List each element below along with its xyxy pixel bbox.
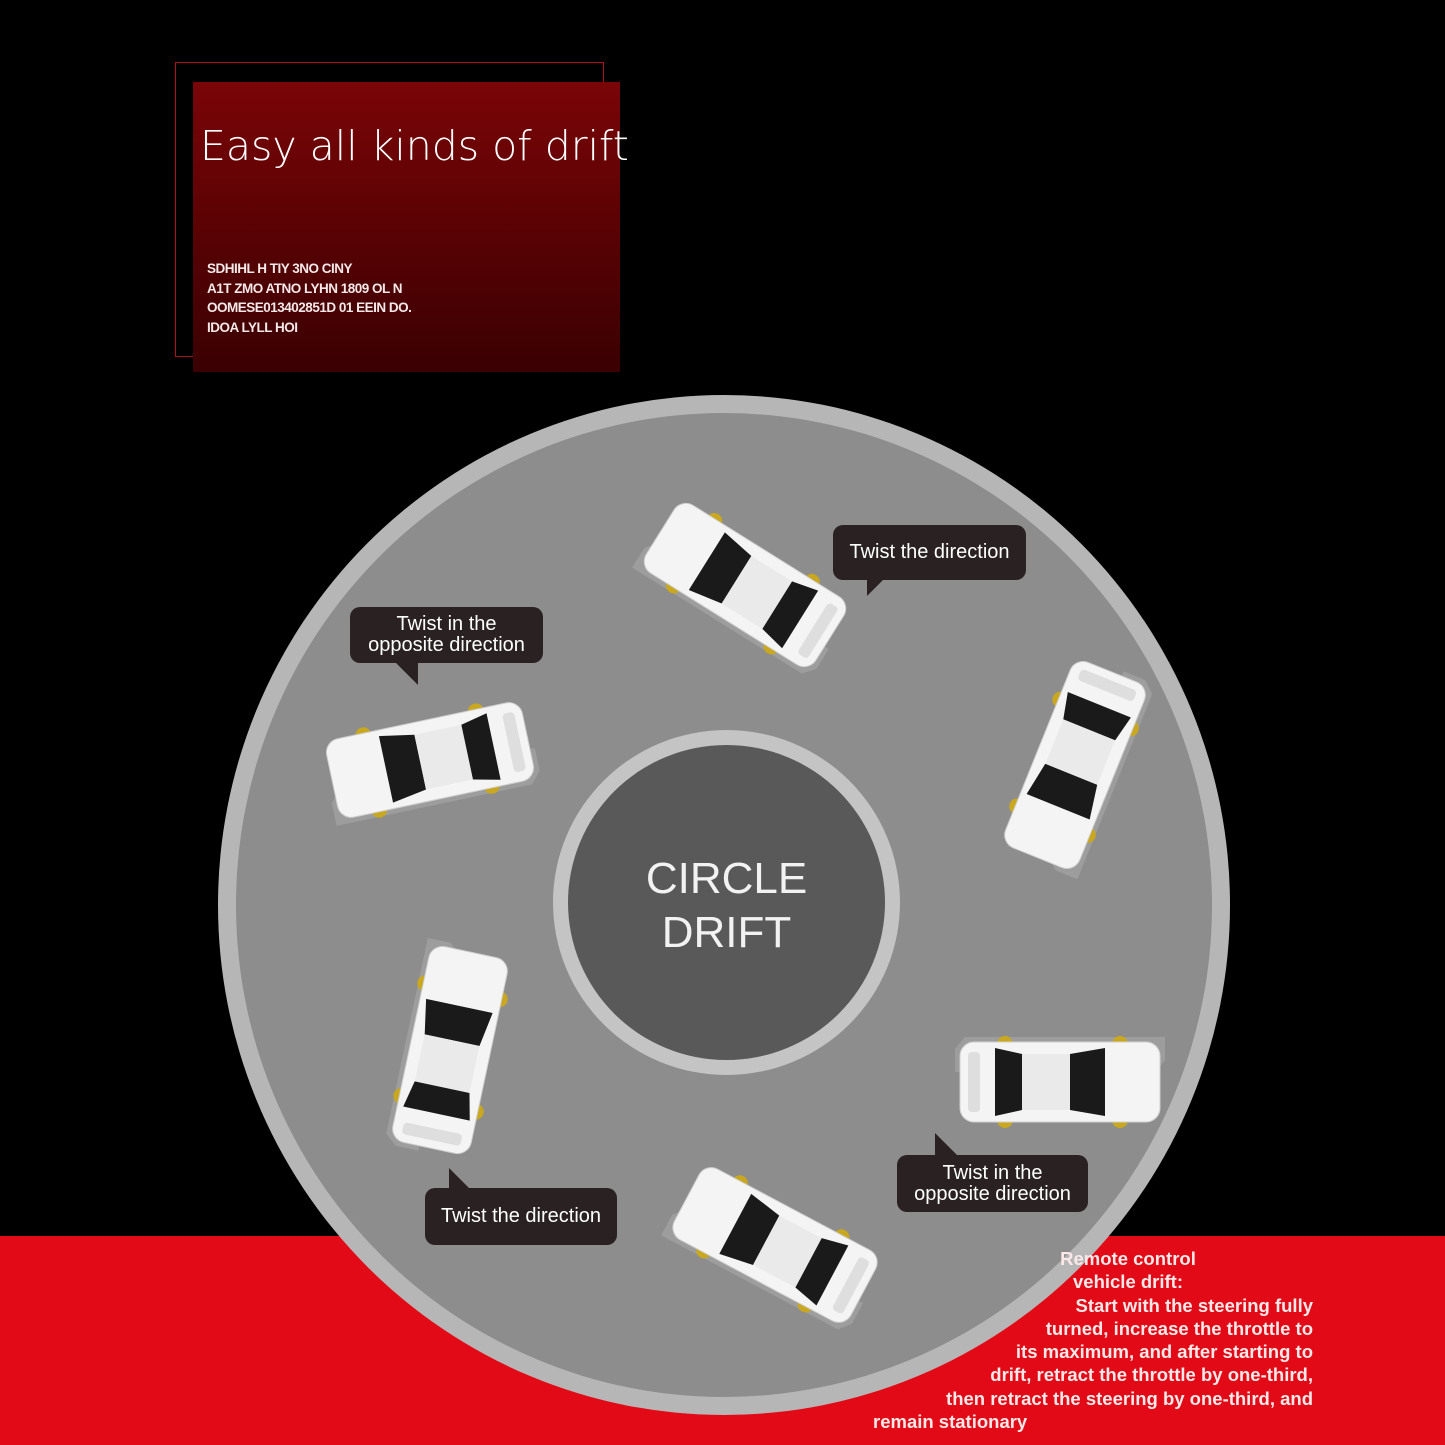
- car-illustration: [989, 649, 1160, 898]
- bubble-text: Twist in the: [396, 613, 497, 635]
- car-illustration: [317, 689, 555, 831]
- subtext-line: IDOA LYLL HOI: [207, 319, 298, 335]
- bubble-tail: [449, 1168, 469, 1188]
- bubble-text: Twist the direction: [849, 541, 1010, 563]
- headline: Easy all kinds of drift: [200, 122, 629, 170]
- instructions-heading: Remote control: [1060, 1248, 1196, 1269]
- center-label: CIRCLE DRIFT: [568, 852, 885, 960]
- bubble-tail: [867, 580, 883, 596]
- center-label-line: DRIFT: [661, 908, 792, 957]
- bubble-text: opposite direction: [914, 1182, 1071, 1205]
- instructions-line: drift, retract the throttle by one-third…: [990, 1364, 1313, 1386]
- subtext-line: OOMESE013402851D 01 EEIN DO.: [207, 300, 412, 315]
- car-illustration: [615, 487, 860, 683]
- instructions-line: then retract the steering by one-third, …: [946, 1387, 1313, 1409]
- center-label-line: CIRCLE: [645, 854, 808, 903]
- car-illustration: [935, 1032, 1185, 1132]
- subtext: SDHIHL H TIY 3NO CINY A1T ZMO ATNO LYHN …: [207, 259, 412, 337]
- bubble-twist-direction-top: Twist the direction: [833, 525, 1026, 596]
- subtext-line: A1T ZMO ATNO LYHN 1809 OL N: [207, 280, 403, 296]
- instructions-line: remain stationary: [873, 1411, 1028, 1433]
- drift-instructions: Remote control vehicle drift: Start with…: [873, 1247, 1313, 1433]
- car-illustration: [643, 1152, 891, 1339]
- center-circle: [568, 745, 885, 1060]
- title-box: [193, 82, 620, 372]
- bubble-text: opposite direction: [368, 634, 525, 656]
- car-illustration: [379, 918, 520, 1171]
- instructions-heading: vehicle drift:: [1073, 1271, 1183, 1293]
- bubble-twist-opposite-left: Twist in the opposite direction: [350, 607, 543, 685]
- bubble-tail: [935, 1133, 957, 1155]
- instructions-line: its maximum, and after starting to: [1015, 1341, 1313, 1363]
- bubble-text: Twist in the: [942, 1161, 1043, 1184]
- instructions-line: turned, increase the throttle to: [1045, 1317, 1313, 1339]
- subtext-line: SDHIHL H TIY 3NO CINY: [207, 261, 353, 276]
- bubble-twist-direction-bottom: Twist the direction: [425, 1168, 617, 1245]
- instructions-line: Start with the steering fully: [1075, 1294, 1313, 1316]
- bubble-tail: [396, 663, 418, 685]
- bubble-text: Twist the direction: [440, 1205, 602, 1227]
- bubble-twist-opposite-right: Twist in the opposite direction: [897, 1133, 1088, 1212]
